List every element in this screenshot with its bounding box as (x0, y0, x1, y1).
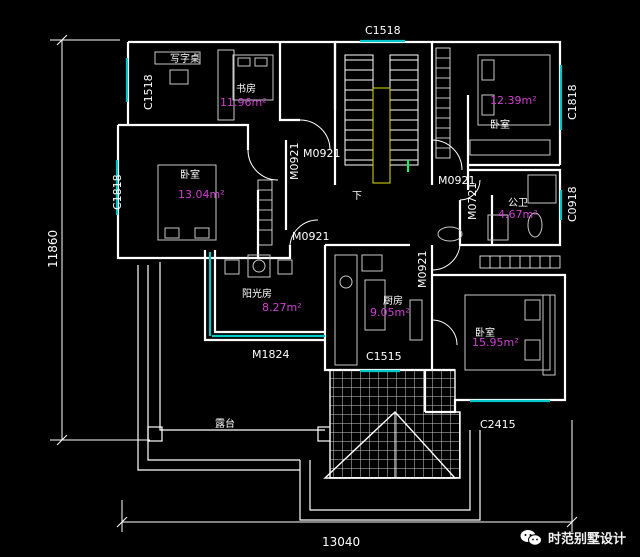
overall-height-dimension: 11860 (46, 230, 60, 268)
door-label-a: M0921 (288, 143, 301, 181)
overall-width-dimension: 13040 (322, 535, 360, 549)
wechat-icon (520, 529, 542, 546)
door-swings (247, 119, 481, 346)
window-label-top: C1518 (365, 24, 401, 37)
windows (115, 39, 563, 403)
door-label-d: M0921 (438, 174, 476, 187)
stair-down-label: 下 (352, 191, 362, 202)
window-label-bottom-right: C2415 (480, 418, 516, 431)
terrace-name: 露台 (215, 417, 235, 430)
window-label-master-top: C1818 (566, 84, 579, 120)
study-area: 11.96m² (220, 96, 267, 109)
bedroom-left-name: 卧室 (180, 168, 200, 181)
terrace-railing (137, 262, 481, 521)
porch-roof (323, 369, 461, 479)
window-label-left-bedroom: C1818 (111, 174, 124, 210)
sunroom-name: 阳光房 (242, 287, 272, 300)
door-label-b: M0921 (303, 147, 341, 160)
door-label-sunroom: M1824 (252, 348, 290, 361)
window-label-kitchen: C1515 (366, 350, 402, 363)
watermark: 时范别墅设计 (520, 528, 626, 547)
bedroom-right-top-area: 12.39m² (490, 94, 537, 107)
study-name: 书房 (236, 82, 256, 95)
master-area: 15.95m² (472, 336, 519, 349)
door-label-c: M0921 (292, 230, 330, 243)
room-areas: 11.96m² 13.04m² 12.39m² 4.67m² 8.27m² 9.… (178, 94, 538, 349)
study-desk-label: 写字桌 (170, 52, 200, 65)
master-name: 卧室 (475, 326, 495, 339)
furniture (154, 51, 557, 376)
dimension-lines (50, 34, 578, 532)
window-label-study: C1518 (142, 74, 155, 110)
bath-name: 公卫 (508, 198, 528, 209)
door-label-bath: M0721 (466, 183, 479, 221)
watermark-text: 时范别墅设计 (547, 532, 626, 547)
staircase (344, 54, 419, 184)
door-label-e: M0921 (416, 251, 429, 289)
bedroom-left-area: 13.04m² (178, 188, 225, 201)
bedroom-right-top-name: 卧室 (490, 118, 510, 131)
walls (116, 40, 567, 414)
room-names: 写字桌 书房 卧室 卧室 公卫 阳光房 厨房 卧室 露台 (170, 52, 528, 430)
window-label-bath: C0918 (566, 186, 579, 222)
opening-labels: C1518 C1518 C1818 C1818 C0918 C1515 C241… (111, 24, 579, 431)
bath-area: 4.67m² (498, 208, 538, 221)
kitchen-name: 厨房 (383, 294, 403, 307)
closets (217, 47, 561, 269)
kitchen-area: 9.05m² (370, 306, 410, 319)
sunroom-area: 8.27m² (262, 301, 302, 314)
